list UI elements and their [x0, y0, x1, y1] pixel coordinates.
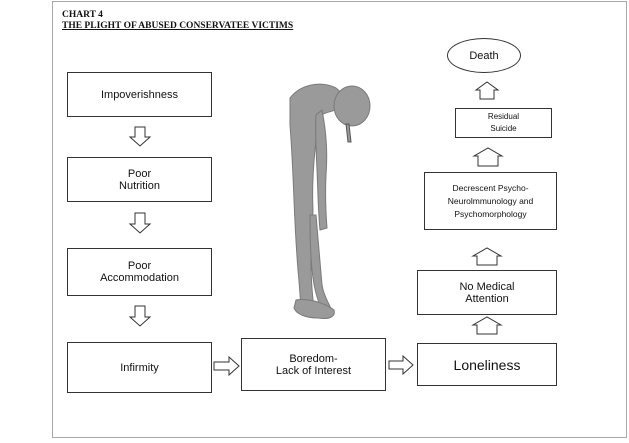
arrow-up-2 [471, 247, 503, 266]
node-poor-accommodation-label: Poor Accommodation [100, 260, 179, 284]
node-poor-nutrition-label: Poor Nutrition [119, 167, 160, 192]
chart-title: THE PLIGHT OF ABUSED CONSERVATEE VICTIMS [62, 21, 294, 31]
arrow-down-3 [128, 305, 152, 327]
node-no-medical-attention-label: No Medical Attention [459, 280, 515, 305]
stooped-figure-illustration [289, 83, 371, 319]
node-infirmity-label: Infirmity [120, 361, 159, 374]
node-death-label: Death [469, 49, 499, 62]
node-impoverishness-label: Impoverishness [100, 88, 179, 101]
arrow-up-1 [471, 316, 503, 335]
node-loneliness-label: Loneliness [453, 356, 521, 373]
node-decrescent: Decrescent Psycho- Neurolmmunology and P… [424, 172, 557, 230]
arrow-right-2 [388, 354, 414, 376]
node-decrescent-label: Decrescent Psycho- Neurolmmunology and P… [447, 182, 534, 219]
node-residual-suicide-label: Residual Suicide [487, 112, 520, 133]
node-residual-suicide: Residual Suicide [455, 108, 552, 138]
arrow-down-1 [128, 126, 152, 147]
arrow-up-3 [472, 147, 504, 167]
node-poor-nutrition: Poor Nutrition [67, 157, 212, 202]
node-boredom: Boredom- Lack of Interest [241, 338, 386, 391]
node-infirmity: Infirmity [67, 342, 212, 393]
node-loneliness: Loneliness [417, 343, 557, 386]
chart-label: CHART 4 [62, 10, 103, 20]
node-boredom-label: Boredom- Lack of Interest [275, 352, 352, 377]
node-poor-accommodation: Poor Accommodation [67, 248, 212, 296]
node-death: Death [447, 38, 521, 73]
arrow-down-2 [128, 212, 152, 234]
node-impoverishness: Impoverishness [67, 72, 212, 117]
node-no-medical-attention: No Medical Attention [417, 270, 557, 315]
arrow-right-1 [213, 355, 240, 377]
arrow-up-4 [474, 81, 500, 100]
